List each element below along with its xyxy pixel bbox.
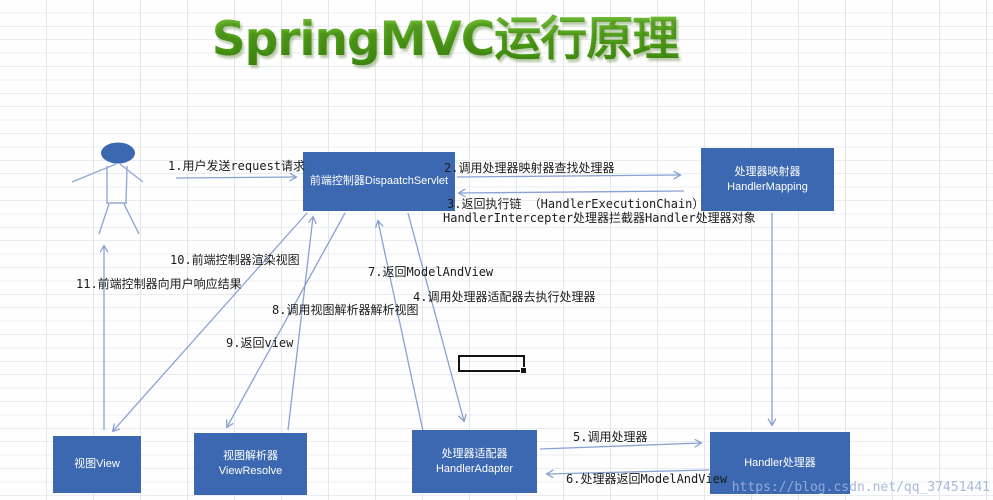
box-view-resolver-label-cn: 视图解析器: [223, 450, 278, 462]
arrow-step6: [547, 470, 710, 474]
arrow-step10: [113, 212, 308, 431]
step-5-label: 5.调用处理器: [573, 430, 648, 444]
step-7-label: 7.返回ModelAndView: [368, 265, 494, 279]
box-view[interactable]: 视图View: [53, 436, 141, 493]
arrow-step5: [539, 443, 701, 450]
step-9-label: 9.返回view: [226, 336, 294, 350]
arrow-step4: [407, 212, 464, 421]
watermark-url: https://blog.csdn.net/qq_37451441: [731, 480, 990, 495]
step-8-label: 8.调用视图解析器解析视图: [272, 303, 419, 317]
box-handler-mapping[interactable]: 处理器映射器 HandlerMapping: [701, 148, 834, 211]
arrow-step3: [459, 191, 685, 193]
step-1-label: 1.用户发送request请求: [168, 159, 306, 173]
step-4-label: 4.调用处理器适配器去执行处理器: [413, 290, 596, 304]
box-handler-mapping-label-cn: 处理器映射器: [734, 165, 801, 178]
step-3-label-line2: HandlerIntercepter处理器拦截器Handler处理器对象: [443, 211, 756, 225]
arrow-step1: [175, 177, 296, 178]
user-figure-icon: [71, 142, 144, 235]
arrow-step9: [287, 217, 313, 431]
arrow-step2: [456, 175, 680, 177]
box-handler-adapter[interactable]: 处理器适配器 HandlerAdapter: [412, 430, 537, 493]
box-handler-adapter-label-en: HandlerAdapter: [435, 462, 514, 475]
box-handler-adapter-label-cn: 处理器适配器: [441, 447, 508, 460]
step-2-label: 2.调用处理器映射器查找处理器: [444, 161, 615, 175]
arrow-step8: [227, 212, 346, 427]
fill-handle[interactable]: [520, 367, 526, 373]
box-view-resolver[interactable]: 视图解析器 ViewResolve: [194, 433, 307, 495]
box-front-controller[interactable]: 前端控制器DispaatchServlet: [303, 152, 455, 211]
arrow-step7: [378, 221, 424, 432]
box-view-resolver-label-en: ViewResolve: [218, 465, 283, 477]
user-head-icon: [101, 142, 135, 164]
step-11-label: 11.前端控制器向用户响应结果: [76, 277, 242, 291]
box-handler-mapping-label-en: HandlerMapping: [727, 180, 808, 193]
step-6-label: 6.处理器返回ModelAndView: [566, 472, 728, 486]
step-3-label-line1: 3.返回执行链 （HandlerExecutionChain）: [447, 197, 705, 211]
box-view-label: 视图View: [74, 458, 120, 470]
step-10-label: 10.前端控制器渲染视图: [170, 253, 300, 267]
box-handler[interactable]: Handler处理器: [710, 432, 850, 494]
box-handler-label: Handler处理器: [744, 456, 816, 469]
page-title: SpringMVC运行原理: [205, 0, 685, 67]
cell-selection-cursor[interactable]: [458, 355, 526, 373]
box-front-controller-label: 前端控制器DispaatchServlet: [309, 175, 449, 187]
